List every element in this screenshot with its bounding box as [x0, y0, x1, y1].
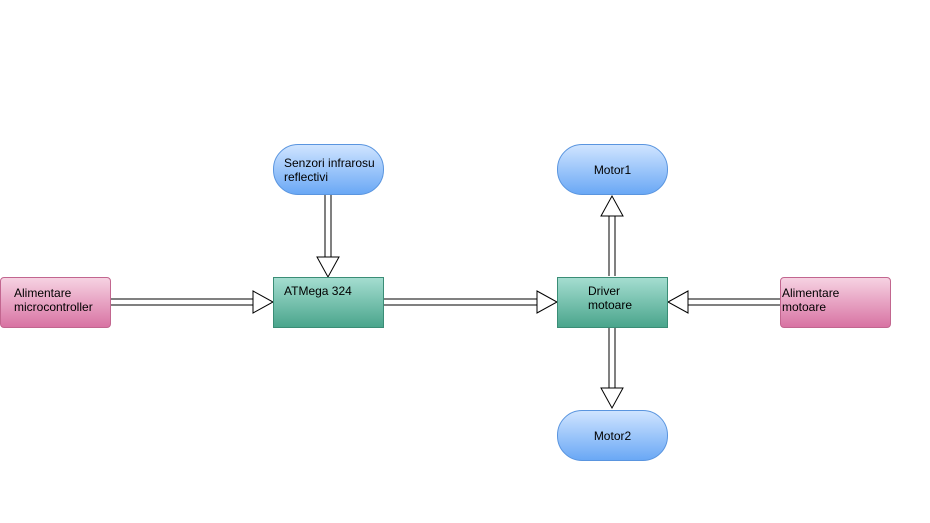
- node-motor2: Motor2: [557, 410, 668, 461]
- node-label: Driver motoare: [588, 284, 633, 312]
- edge-driver-to-motor2: [608, 327, 616, 388]
- edge-power-to-atmega: [110, 298, 253, 306]
- node-atmega-324: ATMega 324: [273, 277, 384, 328]
- node-label: ATMega 324: [284, 284, 352, 298]
- node-label: Alimentare motoare: [782, 286, 840, 314]
- node-label: Senzori infrarosu reflectivi: [284, 156, 375, 184]
- arrowhead-driver-right: [666, 290, 689, 314]
- arrowhead-motor2: [600, 387, 624, 410]
- edge-atmega-to-driver: [383, 298, 537, 306]
- node-driver-motoare: Driver motoare: [557, 277, 668, 328]
- edge-sensors-to-atmega: [324, 194, 332, 257]
- node-label: Motor1: [593, 162, 632, 177]
- node-label: Motor2: [593, 428, 632, 443]
- node-motor1: Motor1: [557, 144, 668, 195]
- node-alimentare-motoare: Alimentare motoare: [780, 277, 891, 328]
- node-senzori-infrarosu: Senzori infrarosu reflectivi: [273, 144, 384, 195]
- edge-power-to-driver: [688, 298, 780, 306]
- node-alimentare-microcontroller: Alimentare microcontroller: [0, 277, 111, 328]
- arrowhead-driver-left: [536, 290, 559, 314]
- edge-driver-to-motor1: [608, 216, 616, 276]
- arrowhead-atmega-top: [316, 256, 340, 279]
- arrowhead-atmega-left: [252, 290, 275, 314]
- node-label: Alimentare microcontroller: [14, 286, 93, 314]
- arrowhead-motor1: [600, 194, 624, 217]
